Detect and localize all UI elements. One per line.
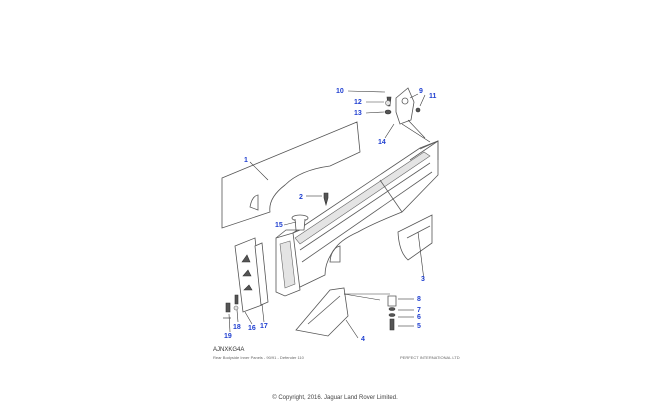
callout-15: 15	[275, 222, 283, 229]
lamp-panel	[234, 237, 269, 313]
callout-6: 6	[417, 314, 421, 321]
callout-14: 14	[378, 139, 386, 146]
callout-2: 2	[299, 194, 303, 201]
copyright-notice: © Copyright, 2016. Jaguar Land Rover Lim…	[272, 394, 398, 401]
callout-16: 16	[248, 325, 256, 332]
callout-5: 5	[417, 323, 421, 330]
callout-8: 8	[417, 296, 421, 303]
rear-end-cap	[397, 214, 433, 261]
callout-17: 17	[260, 323, 268, 330]
diagram-credit: PERFECT INTERNATIONAL LTD	[400, 355, 460, 360]
tie-down-bracket	[384, 87, 431, 143]
fixing-bolts	[223, 294, 239, 319]
fixing-stack	[387, 295, 397, 331]
callout-13: 13	[354, 110, 362, 117]
callout-10: 10	[336, 88, 344, 95]
front-end-cap	[295, 287, 390, 337]
callout-19: 19	[224, 333, 232, 340]
callout-7: 7	[417, 307, 421, 314]
grommet	[291, 214, 309, 231]
callout-1: 1	[244, 157, 248, 164]
diagram-code: AJNXKG4A	[213, 347, 244, 353]
fixing-screw	[323, 192, 329, 207]
callout-3: 3	[421, 276, 425, 283]
bodyside-assembly	[275, 140, 439, 297]
callouts: 1 2 3 4 5 6 7 8 9 10 11 12 13 14 15 16 1…	[224, 88, 437, 343]
callout-9: 9	[419, 88, 423, 95]
callout-18: 18	[233, 324, 241, 331]
inner-bodyside-panel	[221, 121, 361, 229]
callout-4: 4	[361, 336, 365, 343]
diagram-caption: Rear Bodyside Inner Panels - 90/91 - Def…	[213, 355, 305, 360]
callout-12: 12	[354, 99, 362, 106]
callout-11: 11	[429, 93, 437, 100]
leader-lines	[228, 90, 426, 339]
